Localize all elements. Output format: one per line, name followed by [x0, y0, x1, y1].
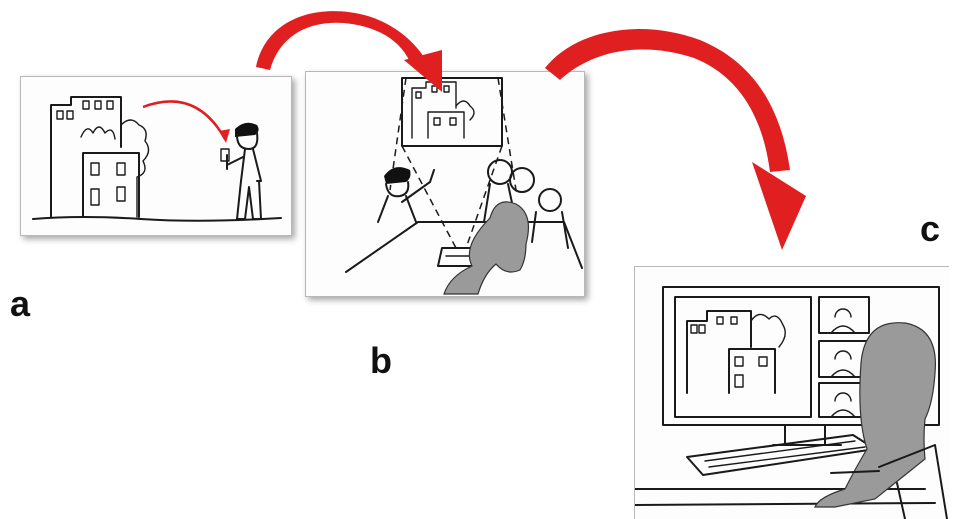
on-site-photo-sketch [21, 77, 291, 235]
keyboard-icon [687, 435, 875, 475]
panel-label-c: c [920, 211, 940, 247]
red-arrow-icon [143, 101, 225, 139]
sketch-panel-b [305, 71, 585, 297]
remote-workstation-sketch [635, 267, 949, 519]
panel-label-a: a [10, 286, 30, 322]
panel-label-b: b [370, 343, 392, 379]
arrow-a-to-b-icon [256, 11, 428, 70]
presenter-icon [378, 167, 434, 222]
building-icon [51, 97, 149, 217]
sketch-panel-c [634, 266, 949, 519]
building-icon [687, 311, 785, 393]
building-icon [412, 82, 474, 138]
sketch-panel-a [20, 76, 292, 236]
desk-edge [635, 489, 935, 505]
meeting-projection-sketch [306, 72, 584, 296]
